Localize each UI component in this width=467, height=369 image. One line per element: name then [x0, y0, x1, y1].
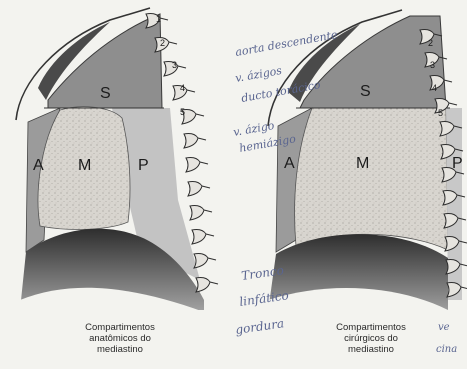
spinous-process [444, 80, 452, 82]
vertebra-shape [188, 182, 202, 197]
vertebra-shape [194, 254, 208, 269]
caption-line: anatômicos do [50, 333, 190, 344]
vertebra-number: 2 [160, 38, 165, 48]
label-posterior: P [452, 155, 463, 172]
spinous-process [208, 258, 216, 260]
label-anterior: A [284, 155, 295, 172]
caption-line: Compartimentos [306, 322, 436, 333]
spinous-process [169, 42, 177, 44]
spinous-process [160, 18, 168, 20]
vertebra-shape [186, 158, 200, 173]
region-medio-shape [295, 108, 448, 250]
label-medio: M [356, 155, 369, 172]
note-right: cina [436, 344, 457, 355]
spinous-process [449, 103, 457, 105]
label-medio: M [78, 157, 91, 174]
vertebra-number: 3 [172, 60, 177, 70]
caption-line: mediastino [306, 344, 436, 355]
spinous-process [210, 282, 218, 284]
label-anterior: A [33, 157, 44, 174]
vertebra-shape [192, 230, 206, 245]
label-superior: S [360, 83, 371, 100]
vertebra-number: 4 [180, 83, 185, 93]
vertebra-shape [190, 206, 204, 221]
spinous-process [206, 234, 214, 236]
label-superior: S [100, 85, 111, 102]
vertebra-number: 1 [156, 14, 161, 24]
vertebra-number: 4 [432, 83, 437, 93]
caption-line: cirúrgicos do [306, 333, 436, 344]
vertebra-number: 5 [438, 108, 443, 118]
vertebra-number: 5 [180, 107, 185, 117]
panel-anatomic: S A M P 1 2 3 4 5 [16, 8, 218, 320]
vertebra-shape [184, 134, 198, 149]
spinous-process [198, 138, 206, 140]
note-bottom: gordura [234, 316, 284, 337]
spinous-process [187, 90, 195, 92]
label-posterior: P [138, 157, 149, 174]
note-right: ve [438, 322, 450, 333]
vertebra-number: 3 [430, 60, 435, 70]
spinous-process [200, 162, 208, 164]
panel-surgical: S A M P 2 3 4 5 [268, 10, 467, 320]
spinous-process [178, 66, 186, 68]
caption-surgical: Compartimentos cirúrgicos do mediastino [306, 322, 436, 355]
caption-anatomic: Compartimentos anatômicos do mediastino [50, 322, 190, 355]
vertebra-shape [196, 278, 210, 293]
caption-line: mediastino [50, 344, 190, 355]
spinous-process [202, 186, 210, 188]
spinous-process [196, 114, 204, 116]
vertebra-number: 2 [428, 38, 433, 48]
caption-line: Compartimentos [50, 322, 190, 333]
spinous-process [204, 210, 212, 212]
note-top: v. ázigos [234, 64, 283, 85]
